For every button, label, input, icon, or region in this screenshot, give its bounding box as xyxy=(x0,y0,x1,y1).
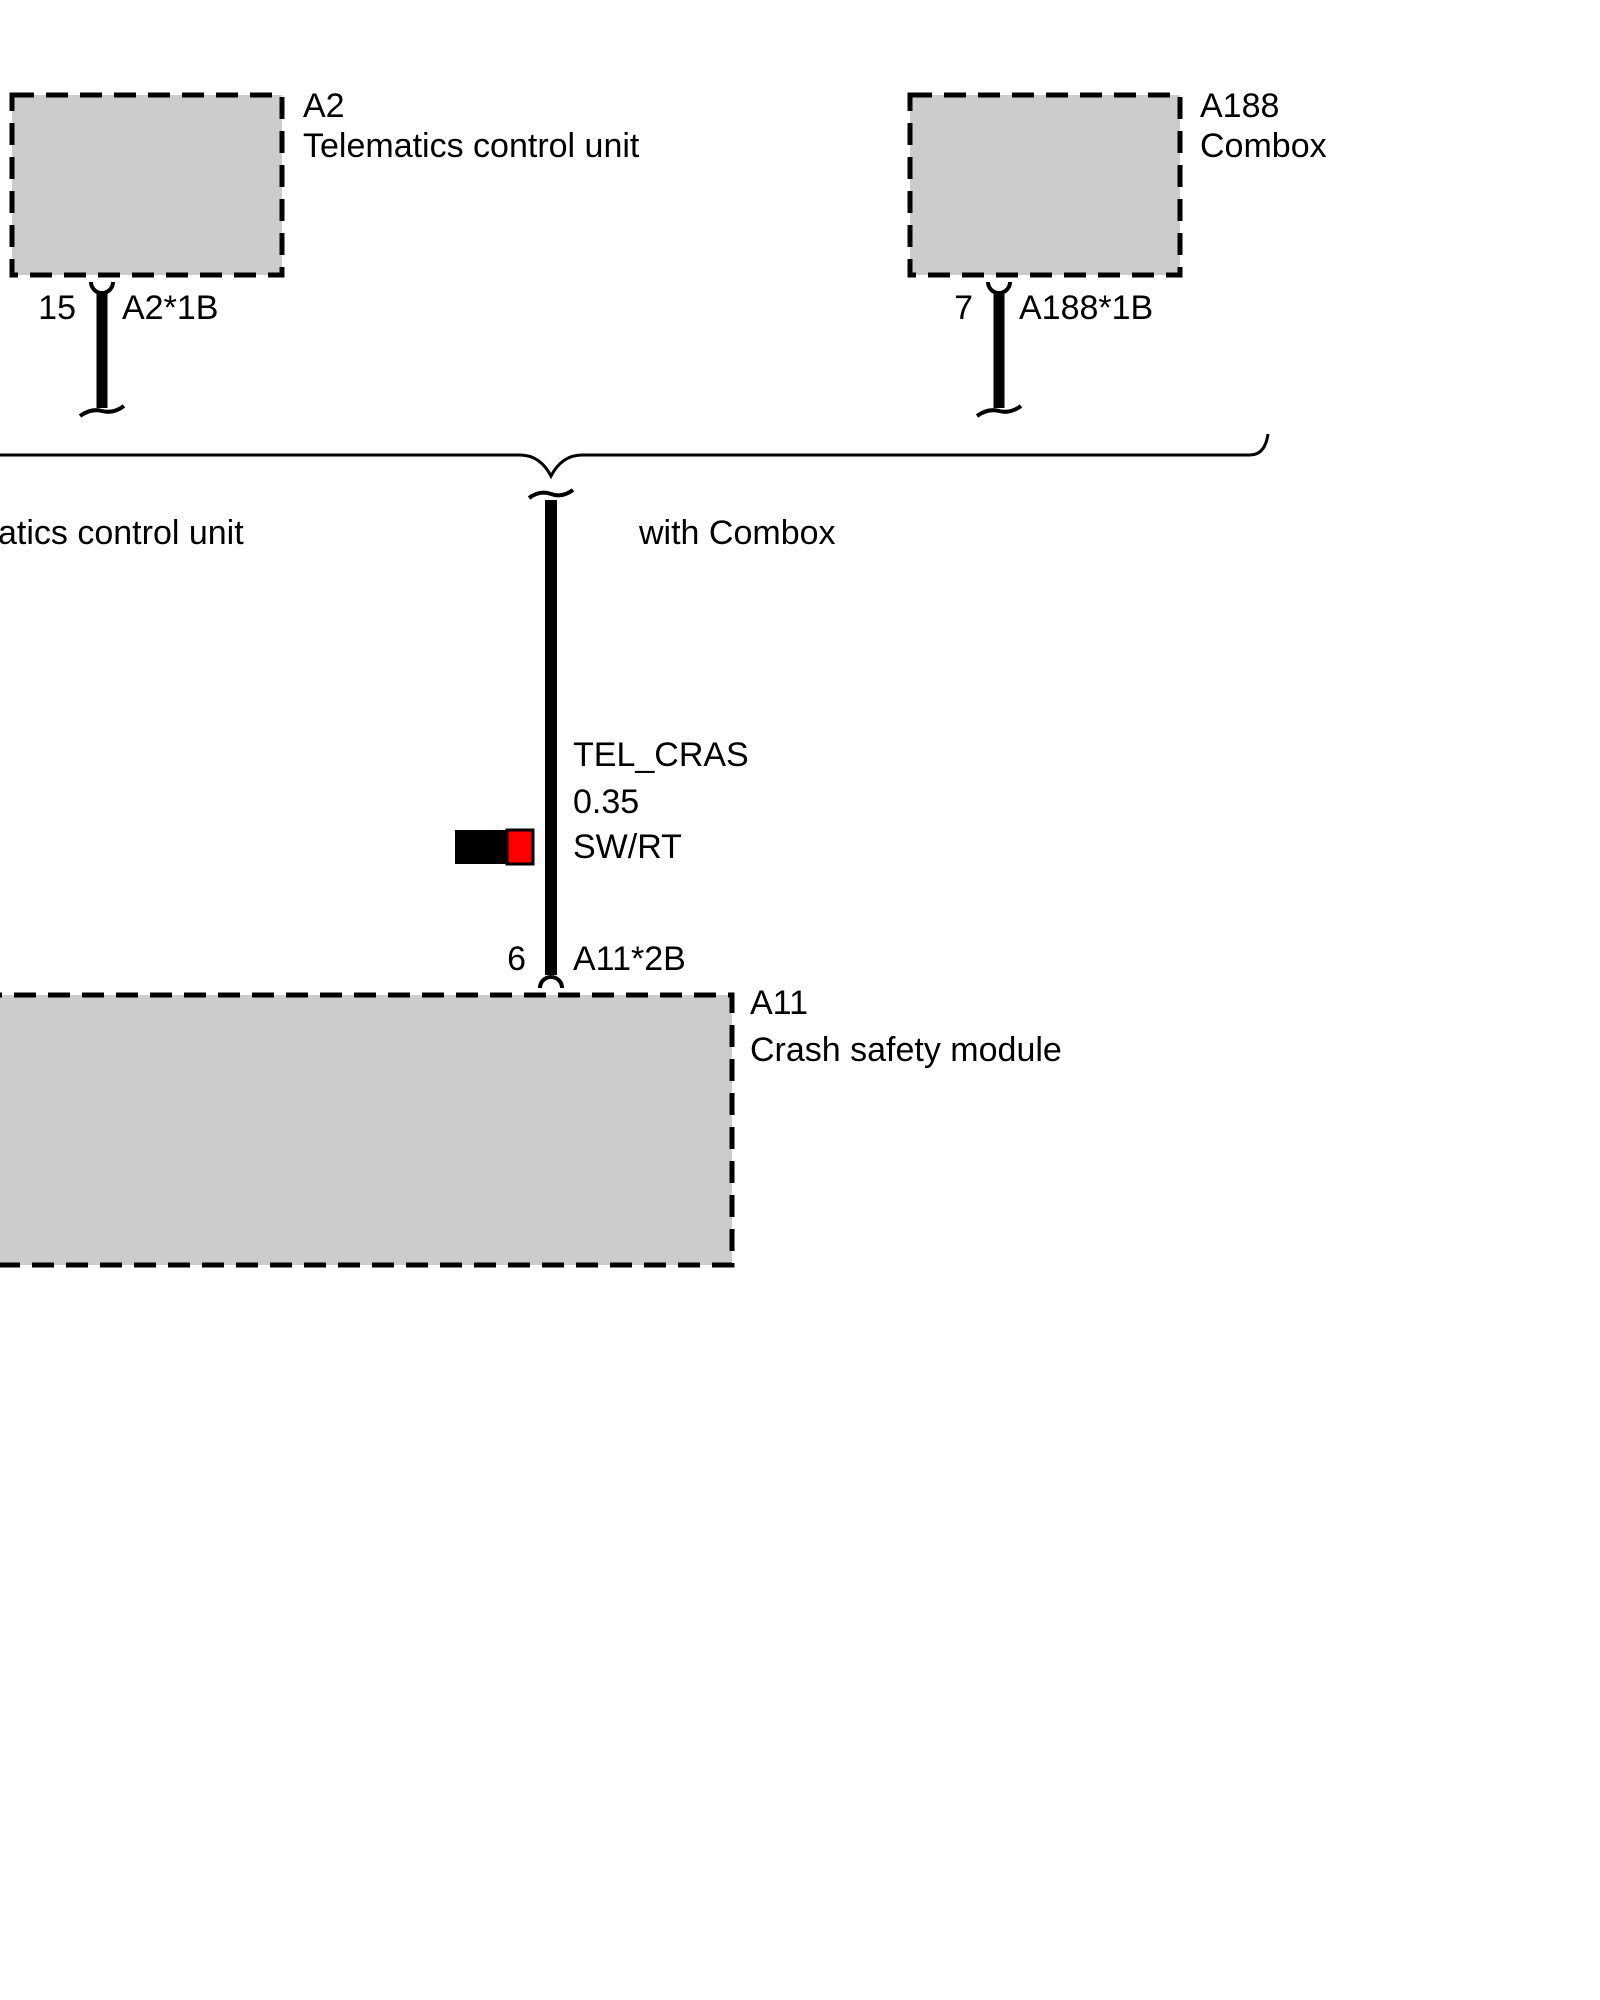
component-a11-name: Crash safety module xyxy=(750,1031,1062,1069)
component-a188-box[interactable] xyxy=(907,92,1183,278)
connector-a2-label: A2*1B xyxy=(122,289,218,327)
wire-signal-label: TEL_CRAS xyxy=(573,736,749,774)
variant-label-right: with Combox xyxy=(638,514,836,552)
component-a2-box[interactable] xyxy=(9,92,285,278)
connector-a2: 15 A2*1B xyxy=(38,281,218,418)
wire-break-a188-icon xyxy=(975,404,1023,418)
component-a2-id: A2 xyxy=(303,87,345,125)
wire-size-label: 0.35 xyxy=(573,783,639,821)
connector-a11-label: A11*2B xyxy=(573,940,686,978)
pin-a2: 15 xyxy=(38,289,76,327)
component-a11-box[interactable] xyxy=(0,992,735,1268)
connector-a188-socket-icon xyxy=(986,281,1012,295)
wire-break-a2-icon xyxy=(78,404,126,418)
component-a188-id: A188 xyxy=(1200,87,1279,125)
component-a188-name: Combox xyxy=(1200,127,1327,165)
component-a2-name: Telematics control unit xyxy=(303,127,640,165)
connector-a11: 6 A11*2B xyxy=(507,940,686,989)
component-a2[interactable]: A2 Telematics control unit xyxy=(9,87,640,278)
connector-a2-socket-icon xyxy=(89,281,115,295)
connector-a188: 7 A188*1B xyxy=(954,281,1153,418)
variant-brace-icon xyxy=(0,433,1270,480)
wire-break-main-icon xyxy=(527,488,575,500)
connector-a188-label: A188*1B xyxy=(1019,289,1153,327)
wire-color-swatch xyxy=(455,828,535,866)
wire-color-swatch-black xyxy=(455,830,507,864)
component-a188[interactable]: A188 Combox xyxy=(907,87,1327,278)
pin-a11: 6 xyxy=(507,940,526,978)
connector-a11-pin-icon xyxy=(538,975,564,989)
wire-color-label: SW/RT xyxy=(573,828,682,866)
component-a11-id: A11 xyxy=(750,984,808,1022)
pin-a188: 7 xyxy=(954,289,973,327)
variant-label-left: atics control unit xyxy=(0,514,244,552)
component-a11[interactable]: A11 Crash safety module xyxy=(0,984,1062,1268)
wire-color-swatch-red xyxy=(505,828,535,866)
